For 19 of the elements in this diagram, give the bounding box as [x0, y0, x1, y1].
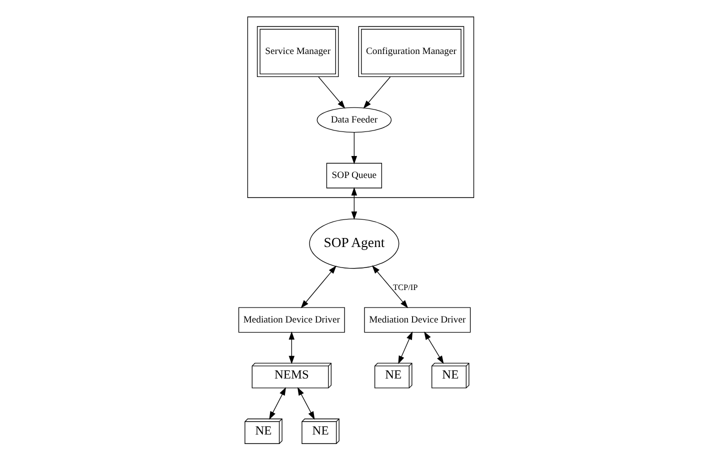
arrow — [363, 76, 391, 109]
node-ellipse: Data Feeder — [316, 107, 392, 133]
node-box: SOP Queue — [326, 162, 382, 188]
node-box: Mediation Device Driver — [364, 307, 471, 333]
arrow — [297, 387, 315, 420]
arrow — [300, 266, 336, 308]
arrow — [398, 331, 413, 364]
arrow — [288, 331, 295, 364]
node-ellipse: SOP Agent — [309, 218, 400, 269]
arrow — [351, 187, 358, 220]
arrow — [351, 132, 358, 164]
arrow — [372, 265, 408, 308]
arrow — [318, 76, 346, 109]
cluster — [247, 16, 474, 198]
node-box: Mediation Device Driver — [238, 307, 345, 333]
node-box: Configuration Manager — [358, 26, 464, 78]
node-box: Service Manager — [256, 26, 339, 78]
arrow — [424, 332, 444, 364]
arrow — [269, 387, 286, 420]
